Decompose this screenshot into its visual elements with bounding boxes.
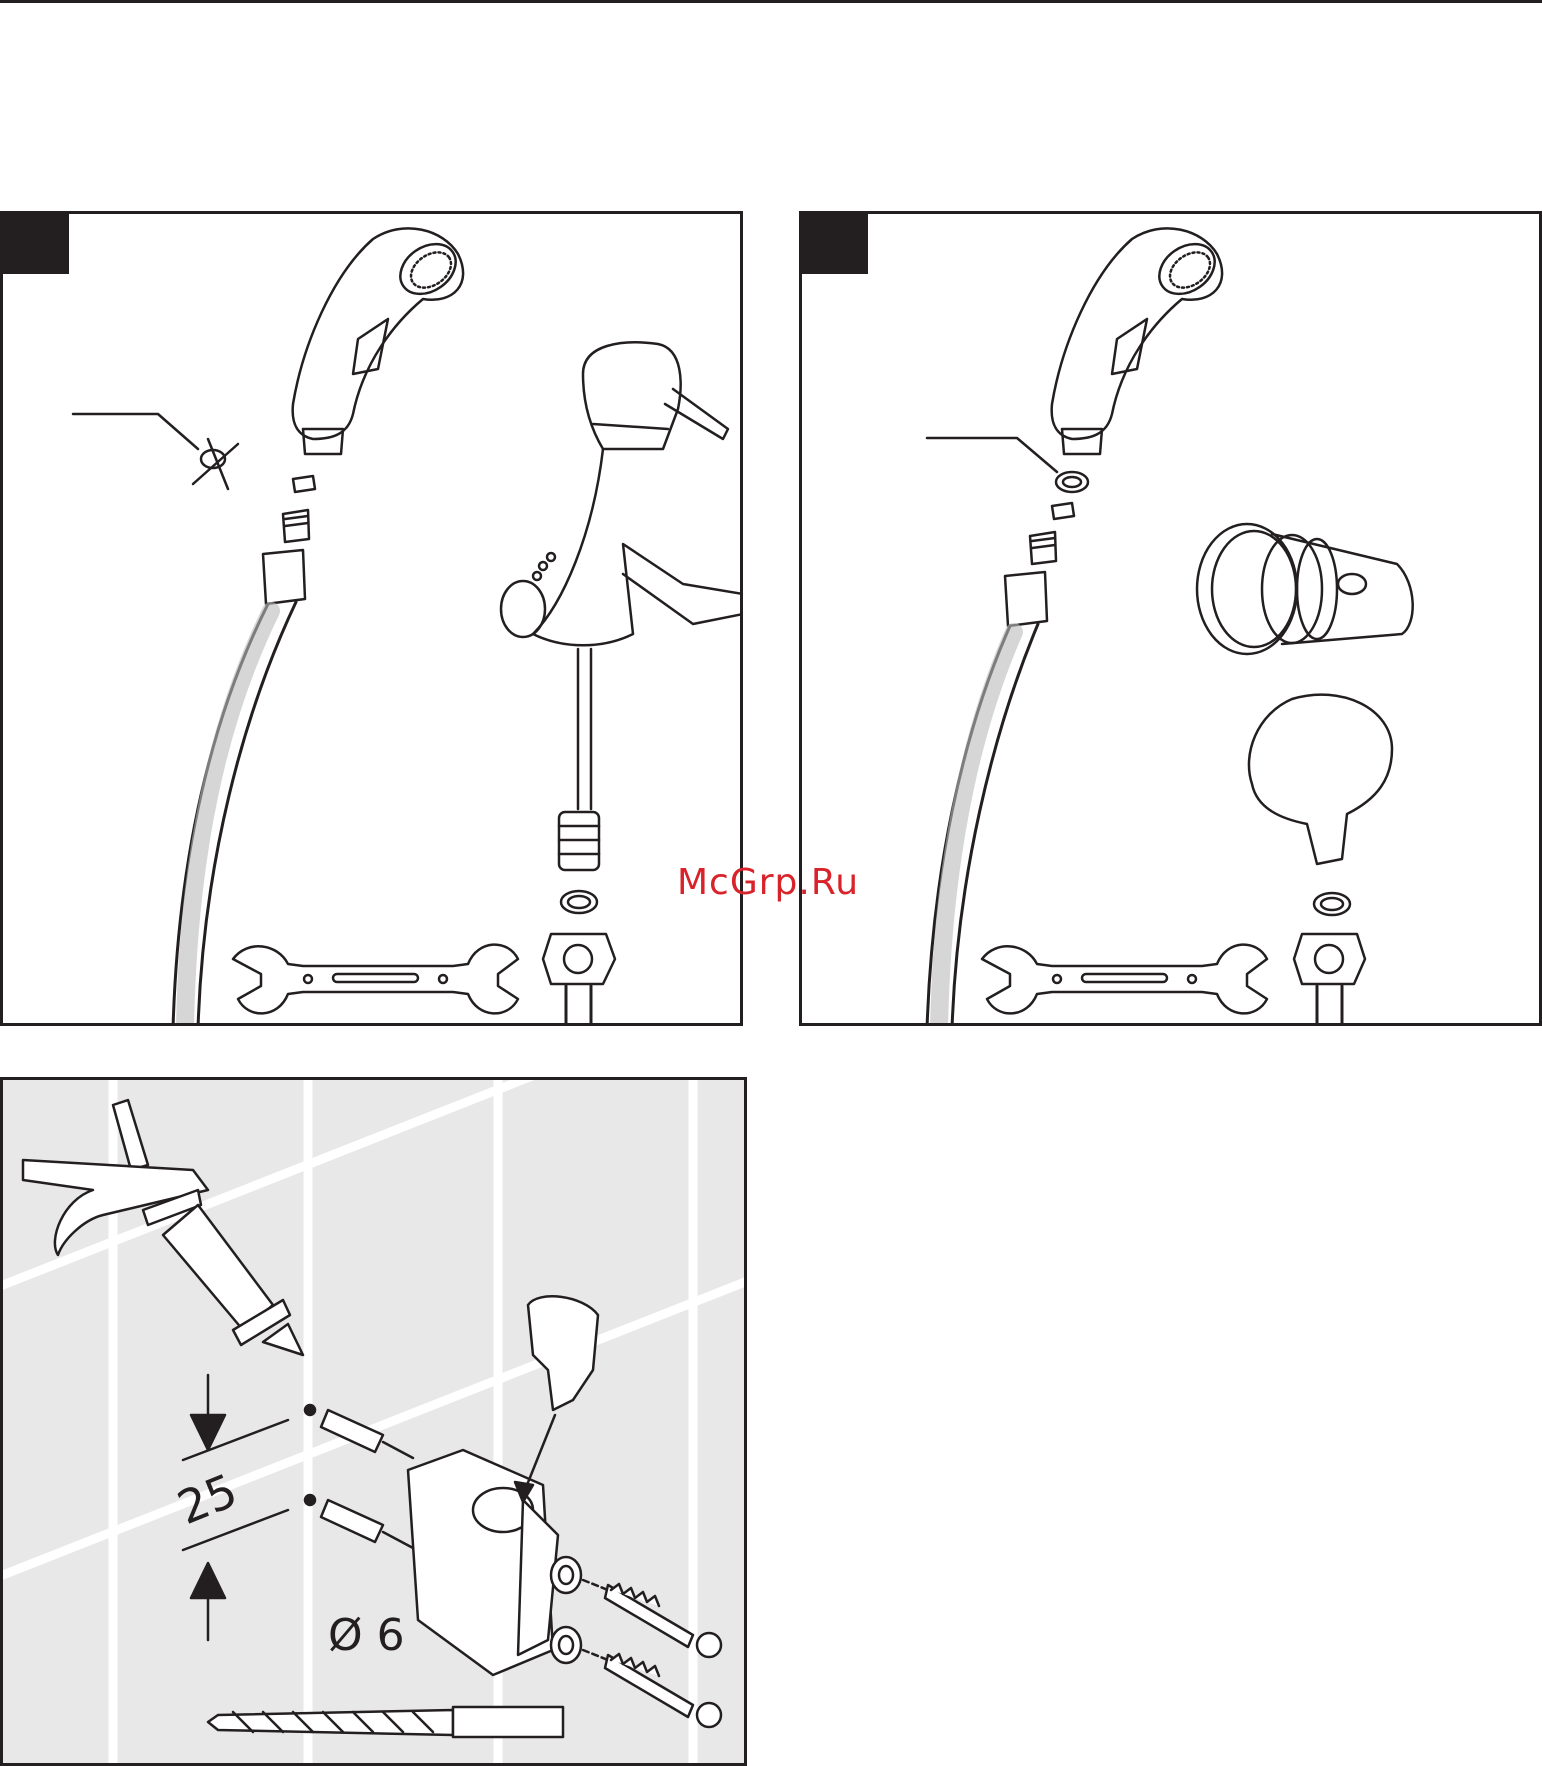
wrench-icon bbox=[982, 945, 1267, 1014]
step-panel-basin-mixer bbox=[0, 211, 743, 1026]
holder-insert-icon bbox=[515, 1296, 598, 1502]
basin-mixer-illustration bbox=[3, 214, 743, 1026]
washer-icon bbox=[551, 1557, 581, 1663]
drill-point-upper bbox=[305, 1405, 315, 1415]
hand-shower-icon bbox=[293, 228, 466, 454]
hose-icon bbox=[927, 572, 1047, 1026]
wall-outlet-elbow-icon bbox=[1249, 695, 1392, 1026]
caulking-gun-icon bbox=[23, 1100, 303, 1355]
step-panel-wall-holder bbox=[0, 1077, 747, 1766]
hand-shower-icon bbox=[1052, 228, 1225, 454]
wall-outlet-round-icon bbox=[1197, 524, 1413, 654]
wall-connector-illustration bbox=[802, 214, 1542, 1026]
wall-plug-icon bbox=[321, 1410, 413, 1548]
top-rule bbox=[0, 0, 1542, 3]
wall-holder-illustration bbox=[3, 1080, 747, 1766]
wall-holder-icon bbox=[408, 1450, 558, 1675]
drill-bit-icon bbox=[208, 1707, 563, 1737]
screw-icon bbox=[583, 1580, 721, 1727]
wrench-icon bbox=[233, 945, 518, 1014]
adapter-nipple-icon bbox=[283, 476, 315, 542]
crossed-washer-icon bbox=[73, 414, 238, 489]
watermark: McGrp.Ru bbox=[677, 862, 859, 903]
drill-size-label: Ø 6 bbox=[328, 1610, 405, 1661]
step-panel-wall-connector bbox=[799, 211, 1542, 1026]
drill-point-lower bbox=[305, 1495, 315, 1505]
adapter-nipple-icon bbox=[1030, 503, 1074, 564]
basin-mixer-icon bbox=[501, 342, 743, 1026]
hose-icon bbox=[173, 550, 305, 1026]
